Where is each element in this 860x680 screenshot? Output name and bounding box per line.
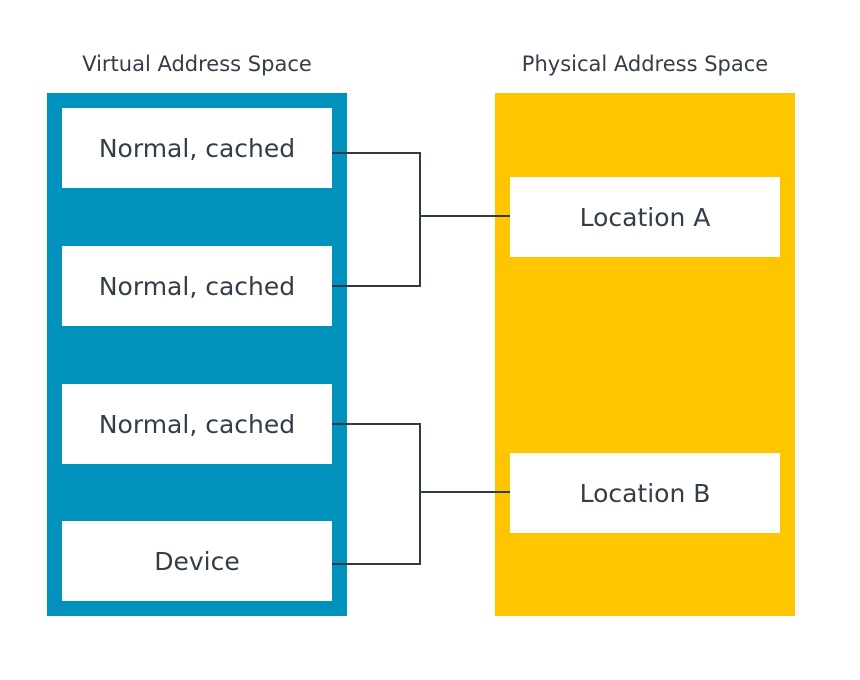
virtual-region-normal-cached-1: Normal, cached <box>62 108 332 188</box>
physical-location-a: Location A <box>510 177 780 257</box>
virtual-region-device: Device <box>62 521 332 601</box>
virtual-address-space-title: Virtual Address Space <box>82 52 312 76</box>
virtual-region-normal-cached-2: Normal, cached <box>62 246 332 326</box>
physical-address-space <box>495 93 795 616</box>
physical-address-space-title: Physical Address Space <box>521 52 769 76</box>
physical-location-b: Location B <box>510 453 780 533</box>
virtual-region-normal-cached-3: Normal, cached <box>62 384 332 464</box>
